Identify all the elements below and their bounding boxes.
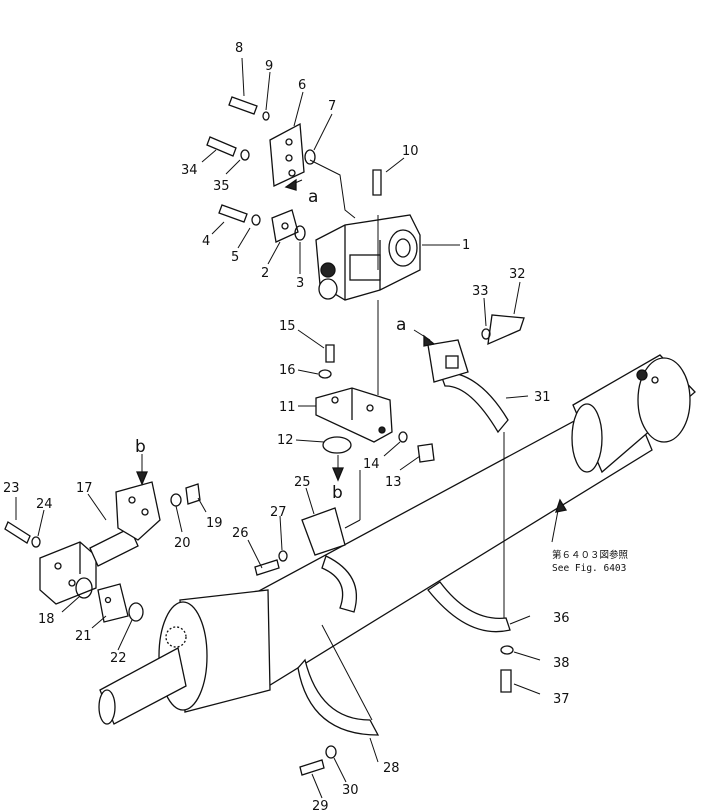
mark-a-clamp: a	[396, 315, 406, 335]
callout-33: 33	[472, 284, 489, 299]
callout-19: 19	[206, 516, 223, 531]
callout-8: 8	[235, 41, 243, 56]
callout-20: 20	[174, 536, 191, 551]
part-2-plate	[271, 209, 299, 243]
part-11-block	[315, 300, 435, 478]
callout-1: 1	[462, 238, 470, 253]
callout-36: 36	[553, 611, 570, 626]
callout-29: 29	[312, 799, 329, 812]
callout-22: 22	[110, 651, 127, 666]
callout-30: 30	[342, 783, 359, 798]
leader-lines	[15, 57, 568, 799]
connection-mark-labels: a a b b	[135, 187, 406, 503]
callout-26: 26	[232, 526, 249, 541]
callout-32: 32	[509, 267, 526, 282]
mark-a-upper: a	[308, 187, 318, 207]
callout-28: 28	[383, 761, 400, 776]
callout-31: 31	[534, 390, 551, 405]
mark-b-block: b	[135, 437, 146, 457]
callout-34: 34	[181, 163, 198, 178]
callout-24: 24	[36, 497, 53, 512]
callout-17: 17	[76, 481, 93, 496]
callout-10: 10	[402, 144, 419, 159]
reference-note-english: See Fig. 6403	[552, 563, 626, 574]
part-31-clamp	[427, 314, 525, 434]
part-28-clamp	[297, 624, 380, 776]
callout-5: 5	[231, 250, 239, 265]
part-25-bracket	[254, 470, 361, 613]
callout-23: 23	[3, 481, 20, 496]
callout-6: 6	[298, 78, 306, 93]
callout-labels: 8 9 6 7 10 1 34 35 4 5 2 3 32 33 31 15 1…	[3, 41, 570, 812]
part-17-block	[4, 454, 201, 623]
mark-b-bracket: b	[332, 483, 343, 503]
callout-14: 14	[363, 457, 380, 472]
callout-37: 37	[553, 692, 570, 707]
callout-3: 3	[296, 276, 304, 291]
callout-15: 15	[279, 319, 296, 334]
part-36-clamp	[427, 432, 514, 693]
callout-12: 12	[277, 433, 294, 448]
cylinder-tube	[98, 354, 696, 725]
callout-7: 7	[328, 99, 336, 114]
valve-assembly	[315, 214, 421, 301]
callout-25: 25	[294, 475, 311, 490]
callout-2: 2	[261, 266, 269, 281]
reference-note-japanese: 第６４０３図参照	[552, 549, 629, 561]
callout-4: 4	[202, 234, 210, 249]
reference-note: 第６４０３図参照 See Fig. 6403	[552, 549, 629, 574]
bolts-upper	[206, 96, 382, 241]
callout-27: 27	[270, 505, 287, 520]
callout-11: 11	[279, 400, 296, 415]
connection-arrows	[136, 178, 436, 486]
callout-16: 16	[279, 363, 296, 378]
callout-35: 35	[213, 179, 230, 194]
callout-38: 38	[553, 656, 570, 671]
callout-9: 9	[265, 59, 273, 74]
callout-13: 13	[385, 475, 402, 490]
callout-21: 21	[75, 629, 92, 644]
part-6-plate	[269, 122, 305, 187]
callout-18: 18	[38, 612, 55, 627]
